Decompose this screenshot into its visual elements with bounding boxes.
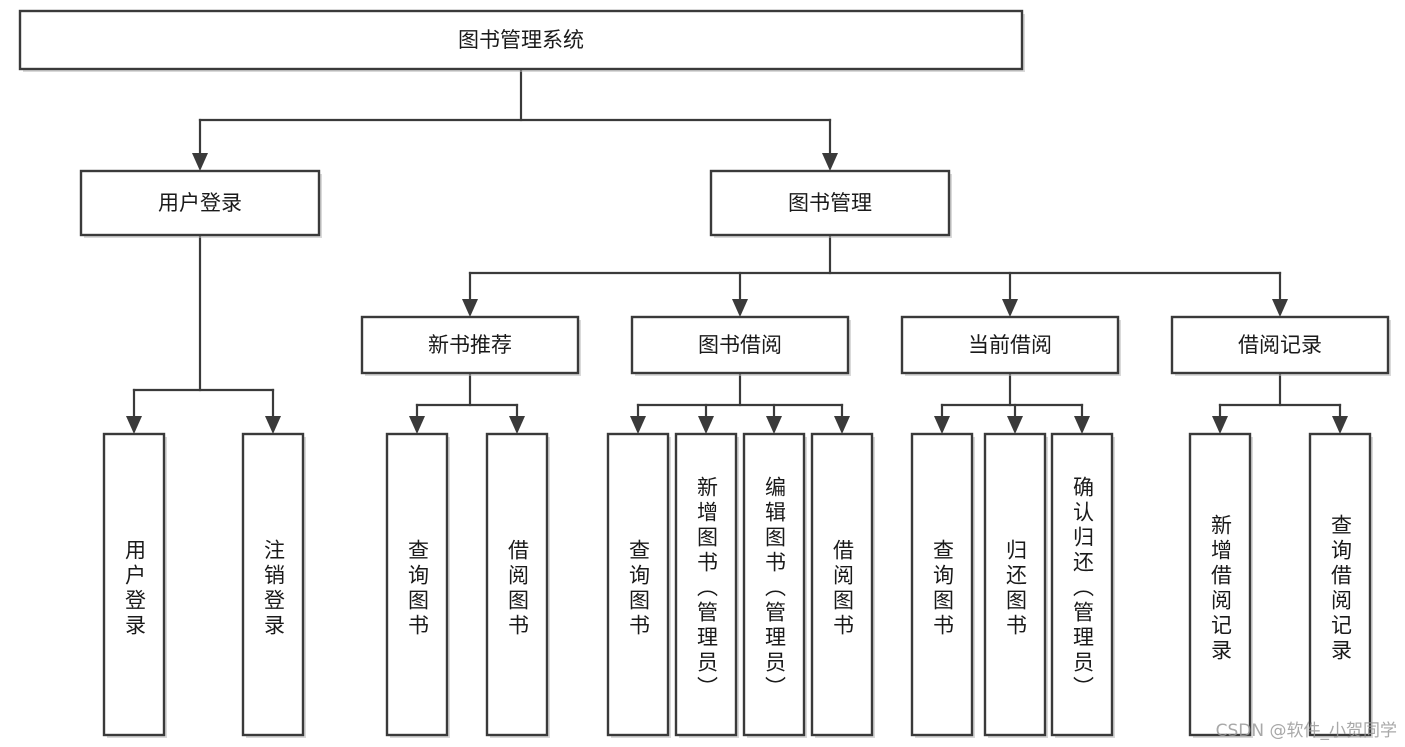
connector-layer [126,67,1348,434]
connector-arrowhead [732,299,748,317]
node-图书借阅-label: 图书借阅 [698,333,782,357]
connector-arrowhead [1272,299,1288,317]
connector-arrowhead [409,416,425,434]
node-查询图书-leaf-box[interactable] [385,432,449,737]
connector-arrowhead [1074,416,1090,434]
node-查询图书-leaf-box[interactable] [910,432,974,737]
box-layer [18,9,1391,738]
node-新增图书管理员-leaf-box[interactable] [674,432,738,737]
connector-arrowhead [509,416,525,434]
connector-arrowhead [698,416,714,434]
node-新书推荐-label: 新书推荐 [428,333,512,357]
node-借阅图书-leaf-box[interactable] [810,432,874,737]
connector-arrowhead [1007,416,1023,434]
node-归还图书-leaf-box[interactable] [983,432,1047,737]
connector-arrowhead [822,153,838,171]
node-当前借阅-label: 当前借阅 [968,333,1052,357]
connector-arrowhead [630,416,646,434]
node-图书管理-label: 图书管理 [788,191,872,215]
node-图书借阅-level2-box[interactable] [630,315,850,375]
node-借阅图书-leaf-box[interactable] [485,432,549,737]
connector-arrowhead [1212,416,1228,434]
node-用户登录-leaf-box[interactable] [102,432,166,737]
connector-arrowhead [1002,299,1018,317]
node-确认归还管理员-leaf-box[interactable] [1050,432,1114,737]
node-用户登录-level1-box[interactable] [79,169,321,237]
connector-arrowhead [1332,416,1348,434]
node-查询图书-leaf-box[interactable] [606,432,670,737]
node-新书推荐-level2-box[interactable] [360,315,580,375]
connector-arrowhead [192,153,208,171]
connector-arrowhead [766,416,782,434]
node-借阅记录-level2-box[interactable] [1170,315,1390,375]
node-查询借阅记录-leaf-box[interactable] [1308,432,1372,737]
node-图书管理系统-root-box[interactable] [18,9,1024,71]
connector-arrowhead [934,416,950,434]
connector-arrowhead [126,416,142,434]
connector-arrowhead [462,299,478,317]
node-图书管理-level1-box[interactable] [709,169,951,237]
node-图书管理系统-label: 图书管理系统 [458,28,584,52]
node-用户登录-label: 用户登录 [158,191,242,215]
node-注销登录-leaf-box[interactable] [241,432,305,737]
node-编辑图书管理员-leaf-box[interactable] [742,432,806,737]
connector-arrowhead [834,416,850,434]
node-借阅记录-label: 借阅记录 [1238,333,1322,357]
node-当前借阅-level2-box[interactable] [900,315,1120,375]
connector-arrowhead [265,416,281,434]
node-新增借阅记录-leaf-box[interactable] [1188,432,1252,737]
